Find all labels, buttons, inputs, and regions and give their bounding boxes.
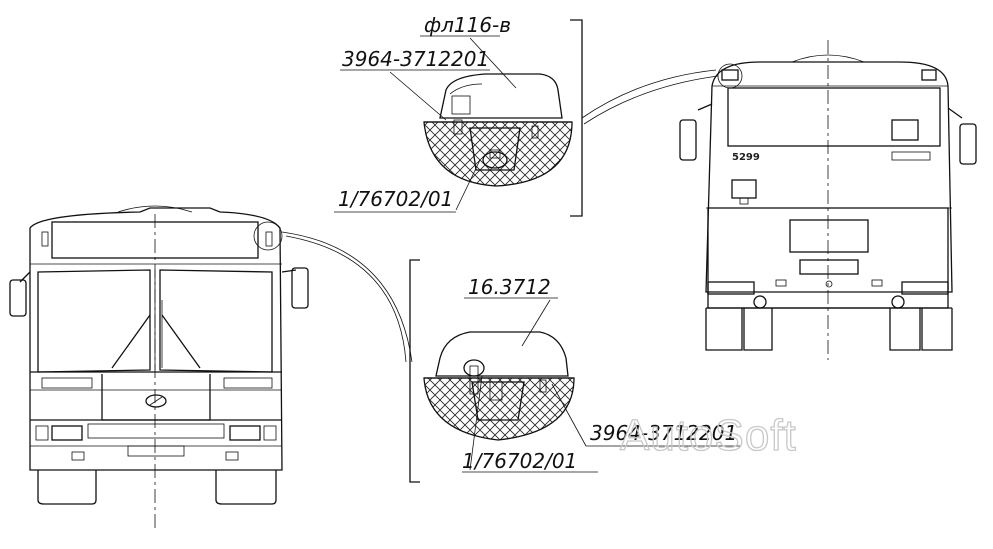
bottom-gasket-label: 3964-3712201 bbox=[590, 421, 737, 445]
bus-rear-view: 5299 bbox=[679, 40, 977, 360]
rear-number-text: 5299 bbox=[732, 152, 760, 163]
bottom-bulb-label: 1/76702/01 bbox=[462, 449, 577, 473]
callout-curves bbox=[281, 69, 719, 363]
watermark-text: AutoSoft bbox=[620, 411, 797, 460]
top-lamp-section: фл116-в 3964-3712201 1/76702/01 bbox=[334, 13, 583, 217]
bus-front-view bbox=[9, 205, 309, 530]
top-bulb-label: 1/76702/01 bbox=[338, 187, 453, 211]
top-lamp-label: фл116-в bbox=[424, 13, 511, 37]
bottom-lamp-label: 16.3712 bbox=[468, 275, 551, 299]
bottom-lamp-section: 16.3712 3964-3712201 1/76702/01 bbox=[409, 259, 740, 483]
top-gasket-label: 3964-3712201 bbox=[342, 47, 489, 71]
